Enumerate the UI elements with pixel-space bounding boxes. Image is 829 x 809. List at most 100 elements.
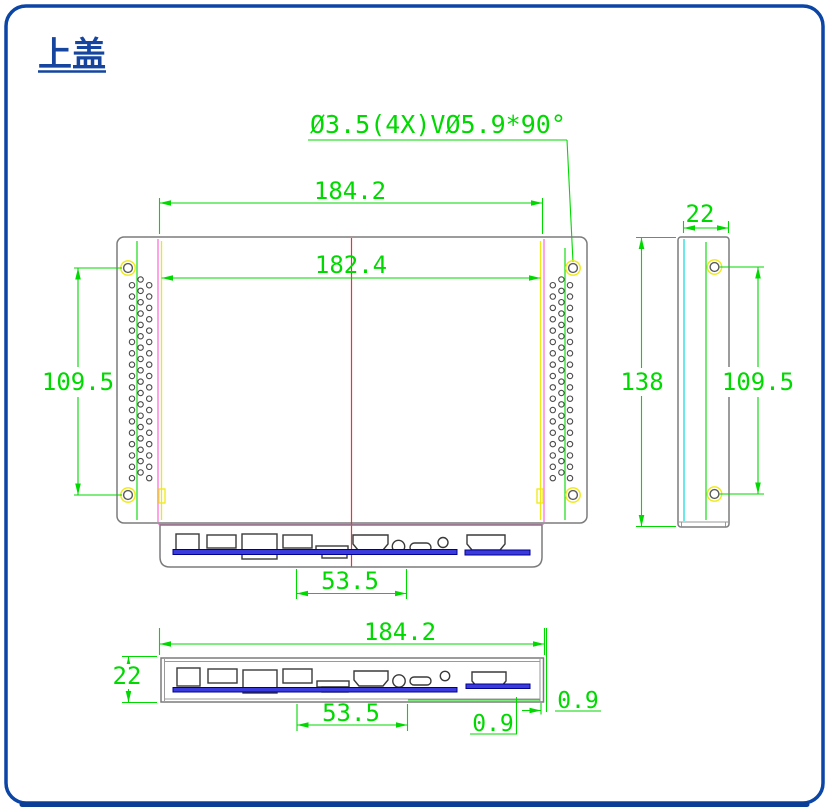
hole (145, 350, 153, 357)
hole (566, 338, 574, 346)
port-usb-2-bottom (282, 668, 313, 684)
hole (137, 412, 144, 419)
hole (549, 452, 557, 459)
hole (145, 406, 153, 414)
hole (137, 298, 144, 306)
hole (137, 401, 144, 408)
hole (549, 474, 557, 482)
front-flange-outline (159, 524, 543, 568)
hole (128, 304, 136, 312)
front-view: 184.2 182.4 109.5 53.5 (40, 177, 588, 599)
hole (549, 406, 557, 414)
port-dc-jack-bottom (439, 670, 451, 682)
bottom-dim-depth-text: 22 (113, 662, 142, 690)
hole (709, 261, 720, 273)
port-audio-jack-bottom (392, 674, 406, 688)
hole (558, 367, 565, 374)
hole (128, 384, 136, 391)
hole (137, 355, 144, 363)
hole (137, 321, 144, 329)
hole (128, 281, 136, 289)
hole (549, 304, 557, 312)
pcb-edge-left (172, 549, 458, 555)
hole (558, 287, 565, 295)
hole (709, 488, 720, 500)
hole (128, 350, 136, 357)
hole (145, 304, 153, 312)
bottom-connectors (172, 667, 531, 694)
latch-tab-right (536, 488, 544, 504)
hole (137, 457, 144, 465)
hole (128, 463, 136, 471)
bottom-dim-depth: 22 (110, 655, 157, 704)
hole (145, 429, 153, 436)
hole (145, 327, 153, 334)
front-dim-inner-width: 182.4 (161, 251, 541, 281)
hole (566, 315, 574, 323)
hole (549, 338, 557, 346)
side-dim-hole-spacing: 109.5 (719, 266, 795, 495)
port-sim-slot-bottom (316, 680, 350, 688)
hole (558, 355, 565, 363)
hole (137, 332, 144, 340)
port-lan (175, 533, 200, 552)
hole (549, 429, 557, 436)
hole (128, 440, 136, 448)
bottom-dim-port-group: 53.5 (296, 699, 409, 731)
hole (137, 469, 144, 476)
hole (558, 276, 565, 283)
hole (145, 440, 153, 448)
front-dim-port-group-text: 53.5 (321, 567, 379, 595)
side-dim-depth-text: 22 (686, 200, 715, 228)
hole (128, 327, 136, 334)
hole (558, 412, 565, 419)
hole (558, 423, 565, 431)
front-dim-overall-width-text: 184.2 (314, 177, 386, 205)
vent-holes-left (128, 276, 153, 482)
front-dim-hole-spacing-text: 109.5 (42, 368, 114, 396)
hole (145, 452, 153, 459)
hole (128, 293, 136, 300)
bottom-dim-overall-width-text: 184.2 (364, 618, 436, 646)
hole (128, 474, 136, 482)
hole (137, 378, 144, 385)
side-dim-depth: 22 (682, 200, 730, 233)
hole (566, 293, 574, 300)
port-usb-2 (282, 534, 313, 549)
hole (549, 361, 557, 368)
hole (558, 321, 565, 329)
port-usb-1-bottom (207, 668, 238, 684)
hole (145, 361, 153, 368)
hole (549, 293, 557, 300)
hole (145, 281, 153, 289)
bottom-body-outline (160, 657, 545, 703)
hole (566, 361, 574, 368)
hole (565, 260, 581, 276)
hole (145, 463, 153, 471)
hole (566, 384, 574, 391)
hole (145, 338, 153, 346)
front-screw-holes (120, 260, 581, 503)
hole (558, 378, 565, 385)
hole (565, 487, 581, 503)
hole (566, 418, 574, 425)
port-usb-1 (206, 534, 237, 549)
hole (558, 435, 565, 442)
hole (567, 262, 579, 274)
hole (567, 489, 579, 501)
hole (549, 281, 557, 289)
hole (128, 315, 136, 323)
pcb-edge-right-bottom (465, 683, 531, 689)
hole (566, 406, 574, 414)
hole (549, 327, 557, 334)
hole (128, 361, 136, 368)
hole (137, 389, 144, 397)
hole (145, 474, 153, 482)
pcb-edge-right (464, 549, 531, 556)
side-dim-height-text: 138 (620, 368, 663, 396)
hole (137, 423, 144, 431)
hole (549, 384, 557, 391)
port-dc-jack (437, 536, 449, 549)
hole (558, 469, 565, 476)
